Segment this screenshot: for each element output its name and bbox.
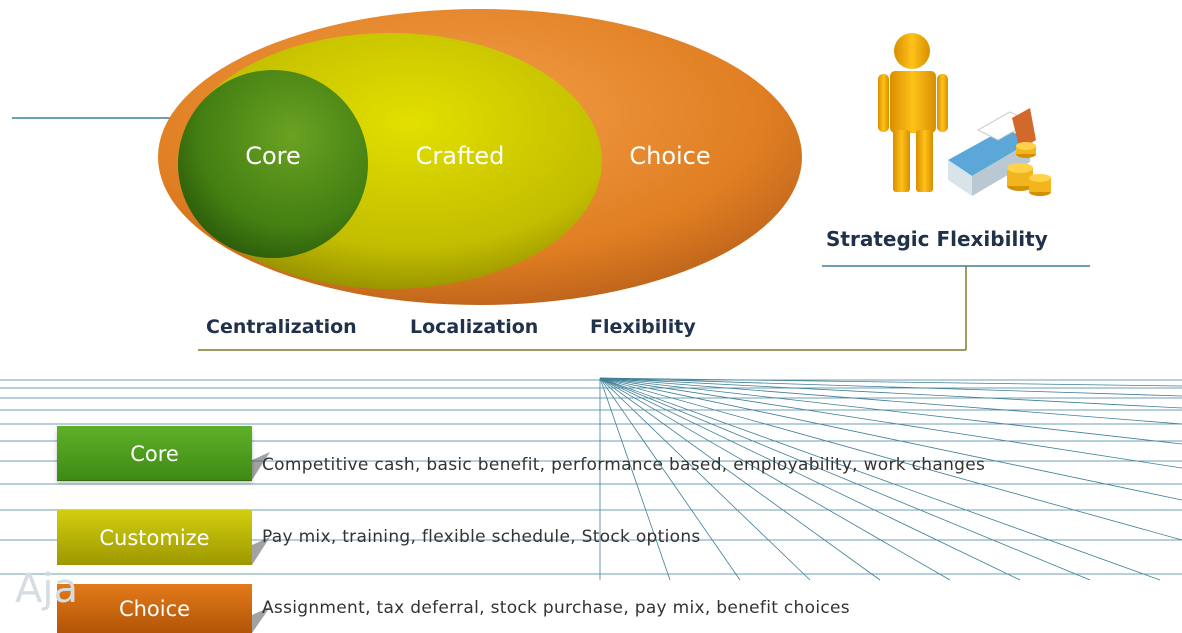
tier-customize-bg: [57, 510, 252, 565]
tier-customize-description: Pay mix, training, flexible schedule, St…: [262, 527, 701, 547]
tier-choice-label: Choice: [118, 596, 191, 621]
axis-label-localization: Localization: [410, 316, 539, 338]
tier-core-pointer: [252, 452, 270, 480]
ring-label-choice: Choice: [629, 142, 711, 170]
perspective-lines: [599, 377, 1182, 581]
ring-label-crafted: Crafted: [415, 142, 505, 170]
tier-core-bg: [57, 426, 252, 481]
tier-core-description: Competitive cash, basic benefit, perform…: [262, 455, 986, 475]
strategic-flexibility-label: Strategic Flexibility: [826, 227, 1048, 251]
tier-customize-pointer: [252, 537, 270, 565]
core-circle: [178, 70, 368, 258]
tier-choice-description: Assignment, tax deferral, stock purchase…: [262, 598, 850, 618]
tier-core-label: Core: [57, 428, 252, 480]
axis-label-flexibility: Flexibility: [590, 316, 696, 338]
ring-label-core: Core: [245, 142, 301, 170]
tier-choice-bg: [57, 584, 252, 633]
watermark: Aja: [15, 566, 78, 612]
axis-label-centralization: Centralization: [206, 316, 357, 338]
person-with-money-icon: [878, 33, 1051, 196]
tier-choice-pointer: [252, 607, 270, 633]
tier-customize-label: Customize: [99, 526, 210, 550]
